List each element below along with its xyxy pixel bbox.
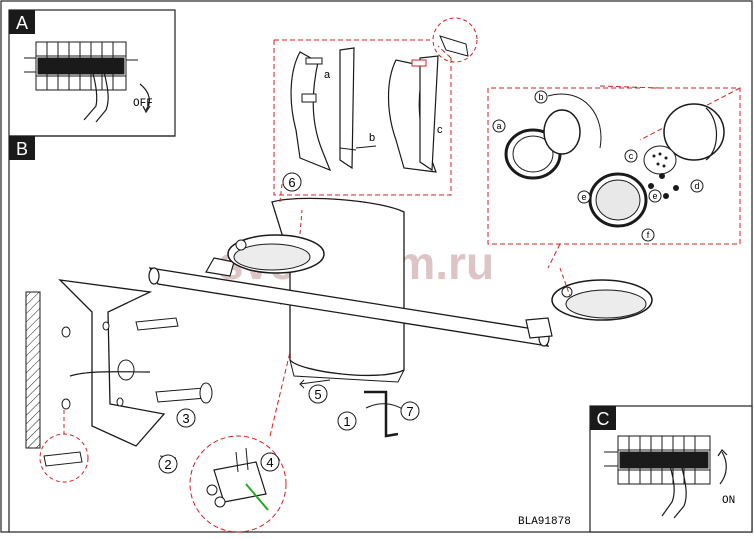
bracket-detail: a b c [273,17,478,196]
part-label-d: d [694,181,699,191]
step-4: 4 [266,455,273,470]
wall-plug-icon [43,451,83,467]
terminal-zoom [189,435,287,533]
terminal-detail [189,351,291,533]
step-2: 2 [164,457,171,472]
wall-bracket [58,279,166,447]
main-fixture [148,183,653,383]
bracket-label-a: a [324,69,331,81]
shade-plate [271,197,405,377]
model-number: BLA91878 [518,516,571,528]
hand-icon-c [661,465,687,519]
panel-c-label: C [597,409,610,429]
terminal-block [213,461,267,503]
breaker-strip-a [24,41,138,91]
panel-c-caption: ON [722,495,735,507]
part-label-a: a [496,121,501,131]
panel-a-label-box [9,10,35,34]
bracket-label-c: c [437,124,443,136]
housing-d [663,103,725,161]
step-7: 7 [406,404,413,419]
panel-a-caption: OFF [133,98,153,110]
arrow-up-icon [719,451,727,485]
allen-key-icon [364,390,399,438]
zoom-circle [432,17,478,63]
breaker-strip-c [604,435,711,485]
wall [25,291,41,449]
panel-b-label-box [9,136,35,160]
step-3: 3 [182,411,189,426]
part-label-e: e [581,192,586,202]
screw-top [135,317,179,331]
step-6: 6 [288,175,295,190]
panel-b-label: B [16,139,28,159]
panel-c: C ON [589,405,753,533]
panel-b: B [8,135,175,532]
step-5: 5 [314,387,321,402]
wall-mount [25,279,213,483]
panel-a: A OFF [8,9,176,137]
power-cable [69,371,151,377]
part-label-c: c [629,151,634,161]
screw-bottom [155,387,207,403]
panel-a-label: A [16,13,28,33]
lamp-head-detail: a b c d e e f [487,85,741,269]
step-numbers: 6 5 3 2 4 1 7 [158,172,420,474]
part-label-e-2: e [652,191,657,201]
step-1: 1 [343,414,350,429]
bracket-left [290,51,332,172]
hand-icon [83,69,109,123]
ground-wire [245,483,269,511]
arrow-left-icon [299,379,331,385]
part-label-b: b [538,92,543,102]
diffuser-b [543,109,581,155]
part-label-f: f [647,230,650,240]
arrow-down-icon [139,83,150,111]
bracket-label-b: b [369,132,375,144]
panel-c-label-box [590,406,616,430]
driver-board-c [643,145,677,175]
mounting-plate [339,47,355,170]
